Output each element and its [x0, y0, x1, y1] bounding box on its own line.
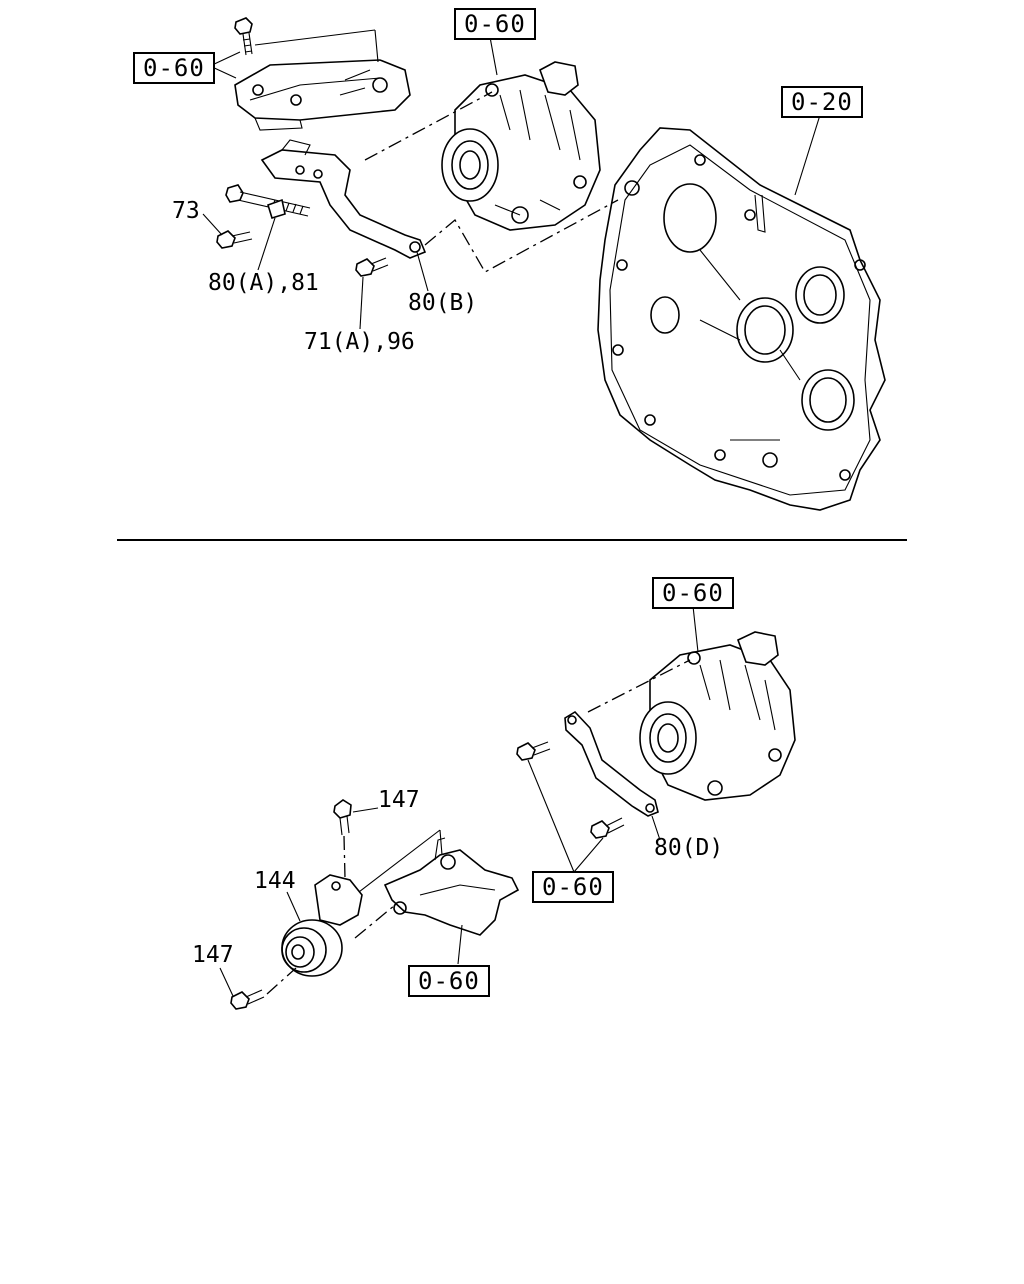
ref-box: 0-20 [781, 86, 863, 118]
ref-box: 0-60 [454, 8, 536, 40]
ref-box: 0-60 [408, 965, 490, 997]
ref-box: 0-60 [532, 871, 614, 903]
idler-pulley-144 [281, 874, 363, 977]
lower-mount-bracket [354, 829, 520, 936]
ref-box: 0-60 [133, 52, 215, 84]
callout-label: 80(B) [408, 290, 478, 316]
bolt-71a [355, 257, 389, 277]
callout-label: 71(A),96 [304, 329, 415, 355]
callout-label: 147 [378, 787, 420, 813]
bolt-73 [216, 230, 253, 249]
upper-compressor [441, 61, 601, 231]
callout-label: 144 [254, 868, 296, 894]
ref-box: 0-60 [652, 577, 734, 609]
lower-leader-lines [219, 605, 699, 997]
bolts-147 [230, 799, 352, 1010]
stud-80a [225, 184, 311, 219]
bracket-80b [260, 139, 427, 259]
upper-leader-lines [202, 36, 821, 330]
callout-label: 80(D) [654, 835, 724, 861]
callout-label: 80(A),81 [208, 270, 319, 296]
upper-bracket-plate [234, 29, 411, 131]
upper-top-bolt [234, 17, 253, 56]
callout-label: 147 [192, 942, 234, 968]
lower-compressor [639, 631, 796, 801]
timing-case [597, 127, 886, 511]
bracket-80d [564, 710, 659, 817]
lower-bolts-80d [516, 741, 625, 839]
callout-label: 73 [172, 198, 200, 224]
